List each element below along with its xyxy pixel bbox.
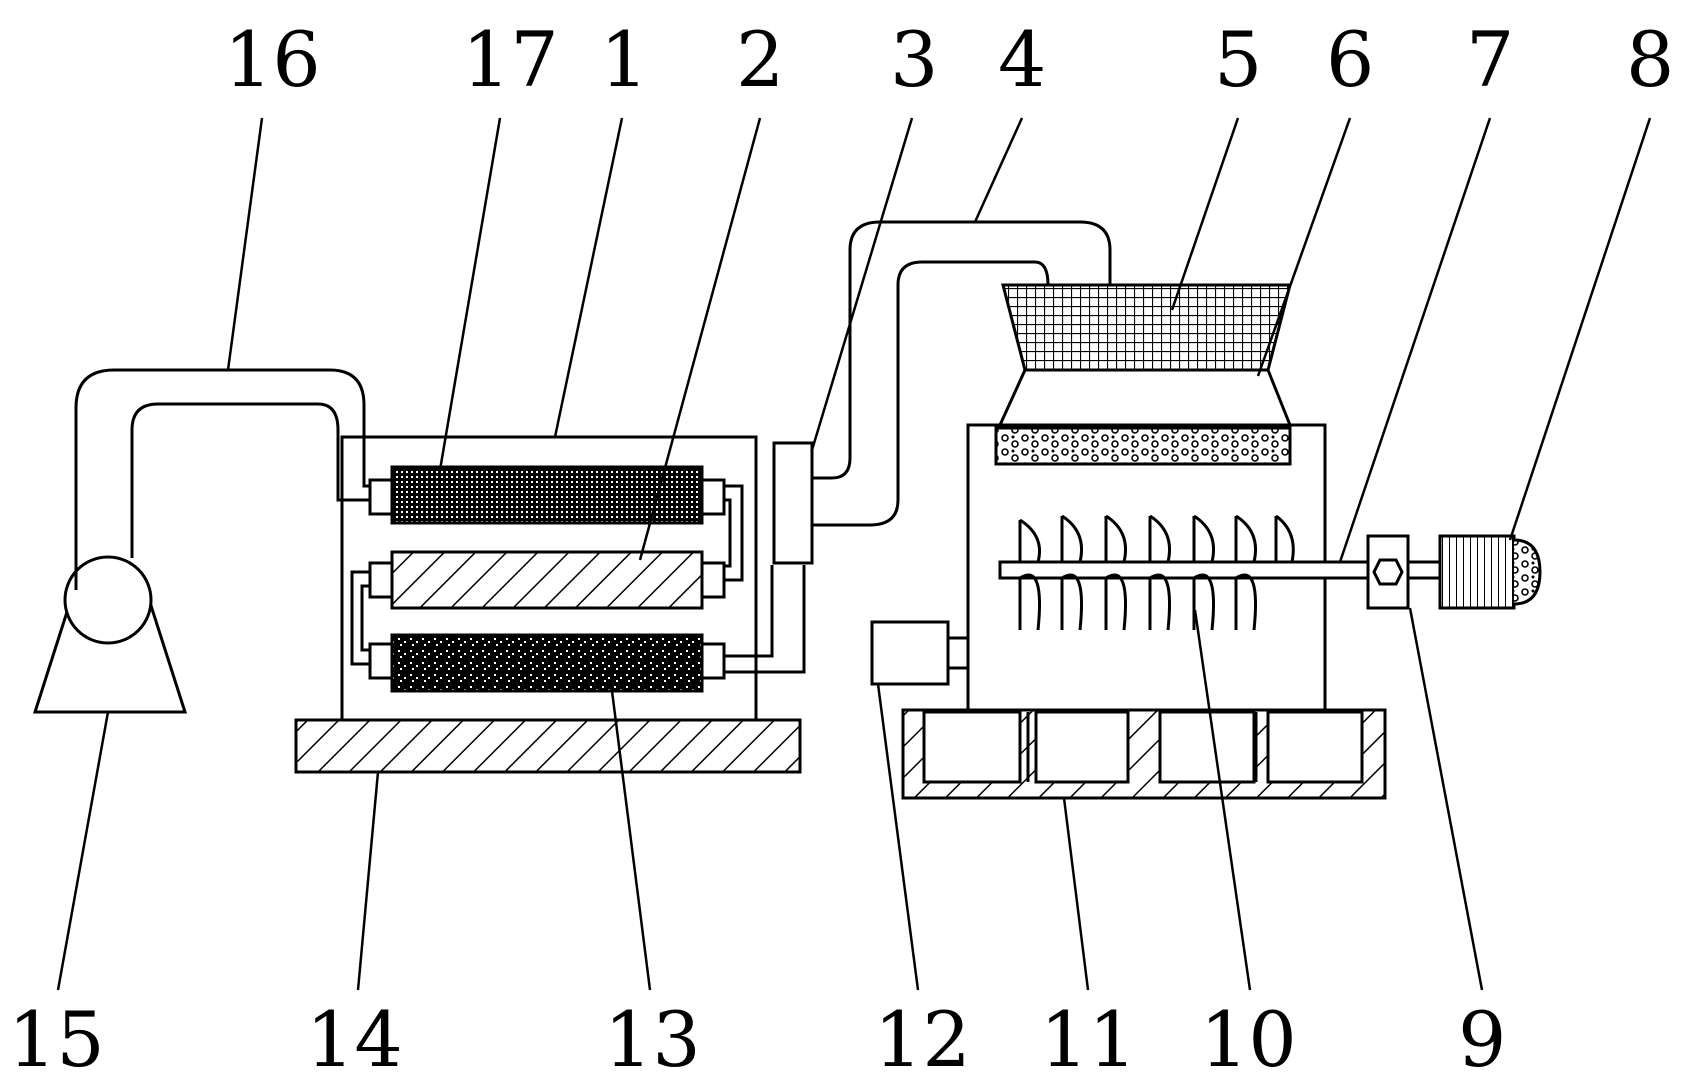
end-cap-13-left — [368, 642, 394, 680]
compartment-c — [1158, 710, 1256, 784]
end-cap-13-right — [700, 642, 726, 680]
end-cap-17-left — [368, 478, 394, 516]
label-13: 13 — [604, 995, 701, 1084]
pump-12 — [870, 620, 950, 686]
label-12: 12 — [874, 995, 971, 1084]
hood-5-skirt-left — [998, 369, 1027, 426]
label-14: 14 — [306, 995, 403, 1084]
pipe-13-to-3-inner — [724, 565, 806, 674]
label-6: 6 — [1326, 15, 1374, 104]
base-plate-14 — [294, 718, 802, 774]
label-2: 2 — [736, 15, 784, 104]
bearing-9-nut — [1372, 558, 1404, 586]
compartment-a — [922, 710, 1022, 784]
hood-5 — [1001, 283, 1292, 372]
motor-8-shaft — [1406, 560, 1442, 580]
pump-12-neck — [946, 636, 970, 670]
hood-5-skirt-right — [1266, 369, 1292, 426]
label-5: 5 — [1214, 15, 1262, 104]
duct-16-inner — [130, 402, 370, 558]
filter-17 — [390, 465, 704, 525]
label-15: 15 — [8, 995, 105, 1084]
motor-8-cap — [1513, 538, 1542, 606]
label-11: 11 — [1040, 995, 1137, 1084]
motor-8 — [1438, 534, 1516, 610]
label-16: 16 — [224, 15, 321, 104]
filter-layer-6 — [994, 426, 1292, 466]
housing-1 — [340, 435, 758, 722]
duct-4-inner — [812, 260, 1050, 527]
pipe-13-to-3 — [724, 565, 774, 658]
connector-17-2 — [724, 484, 744, 582]
leader-lines — [56, 117, 1652, 991]
filter-13 — [390, 633, 704, 693]
filter-2 — [390, 550, 704, 610]
label-8: 8 — [1626, 15, 1674, 104]
fan-motor-15 — [63, 555, 153, 645]
connector-2-13 — [350, 570, 370, 666]
label-10: 10 — [1200, 995, 1297, 1084]
label-17: 17 — [462, 15, 559, 104]
connector-2-13-inner — [360, 584, 370, 652]
end-cap-17-right — [700, 478, 726, 516]
duct-16-outer — [74, 368, 370, 590]
compartment-b — [1034, 710, 1130, 784]
connector-17-2-inner — [724, 498, 732, 568]
label-3: 3 — [890, 15, 938, 104]
label-4: 4 — [998, 15, 1046, 104]
end-cap-2-left — [368, 561, 394, 599]
duct-4-outer — [812, 220, 1112, 480]
compartment-d — [1266, 710, 1364, 784]
label-7: 7 — [1466, 15, 1514, 104]
connector-block-3 — [772, 441, 814, 565]
label-1: 1 — [600, 15, 648, 104]
blades-10 — [1018, 514, 1295, 631]
end-cap-2-right — [700, 561, 726, 599]
label-9: 9 — [1458, 995, 1506, 1084]
